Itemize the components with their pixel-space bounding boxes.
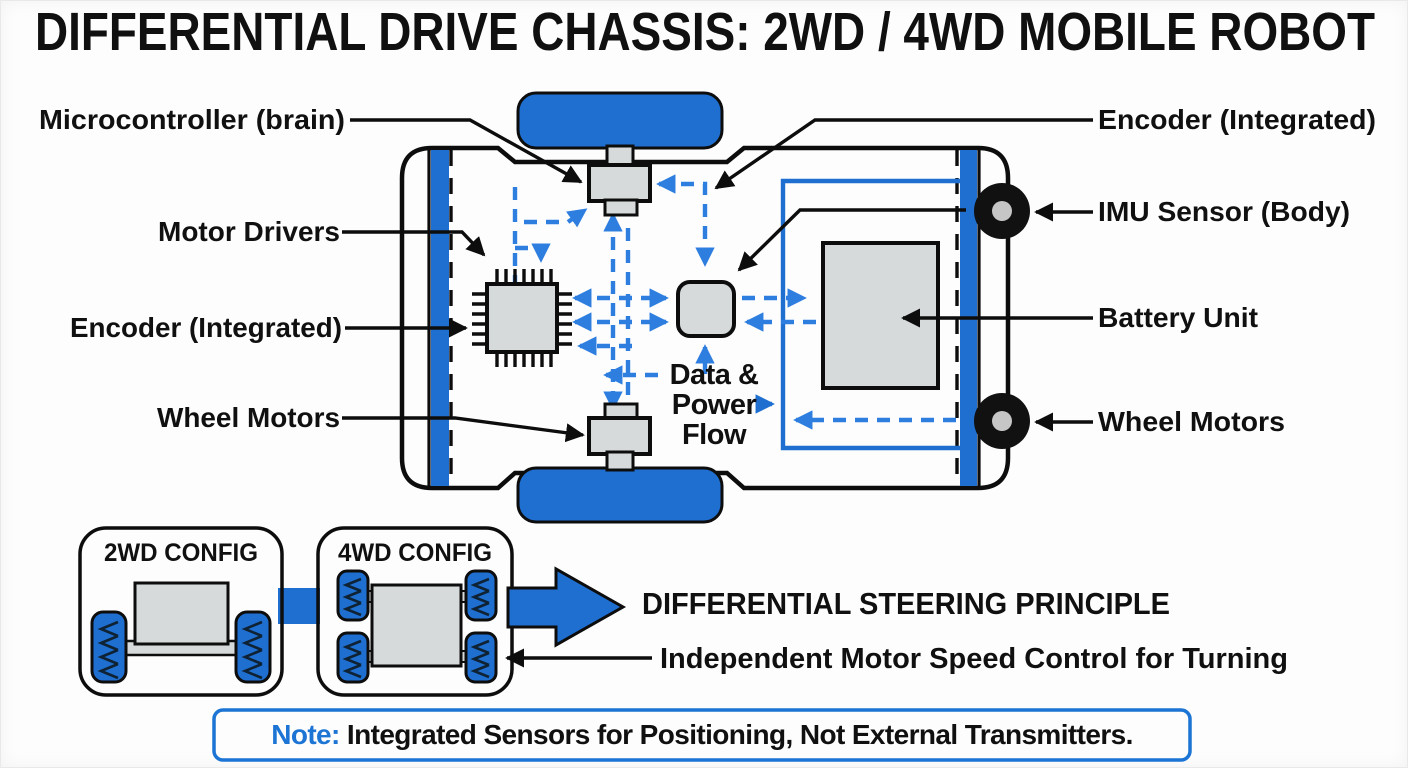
svg-text:Power: Power [672, 389, 757, 421]
config-4wd-wheel-tr [464, 569, 498, 622]
config-2wd-body [133, 581, 230, 646]
config-4wd-wheel-bl [336, 631, 370, 684]
label-microcontroller: Microcontroller (brain) [39, 104, 345, 135]
config-2wd-label: 2WD CONFIG [104, 539, 258, 567]
svg-text:Data &: Data & [670, 359, 759, 391]
config-2wd-box: 2WD CONFIG [78, 526, 284, 697]
steering-heading: DIFFERENTIAL STEERING PRINCIPLE [642, 586, 1170, 621]
page-title: DIFFERENTIAL DRIVE CHASSIS: 2WD / 4WD MO… [35, 2, 1375, 62]
note-prefix: Note: [271, 719, 340, 750]
wheel-motor-bottom-icon [974, 393, 1030, 449]
config-4wd-wheel-br [464, 631, 498, 684]
label-wheel-motors-left: Wheel Motors [157, 402, 340, 433]
top-motor-tab [603, 198, 639, 217]
big-right-arrow-icon [506, 566, 627, 648]
label-data-power-flow: Data & Power Flow [670, 359, 760, 451]
label-battery-unit: Battery Unit [1098, 302, 1258, 333]
motor-driver-chip-icon [472, 269, 572, 367]
config-2wd-wheel-right [234, 610, 272, 684]
config-4wd-label: 4WD CONFIG [338, 539, 492, 567]
label-encoder-left: Encoder (Integrated) [70, 312, 342, 343]
bottom-motor-block [587, 416, 652, 456]
bottom-motor-shaft [605, 450, 635, 472]
config-2wd-wheel-left [90, 610, 128, 684]
note-box [212, 708, 1192, 762]
chassis-outline [399, 145, 1011, 491]
label-leader-lines [342, 118, 1093, 443]
imu-sensor-icon [676, 280, 736, 338]
bottom-wheel-icon [516, 466, 724, 524]
config-4wd-box: 4WD CONFIG [316, 526, 514, 697]
label-wheel-motors-right: Wheel Motors [1098, 406, 1285, 437]
power-loop-line [780, 178, 960, 451]
wheel-motor-top-icon [974, 183, 1030, 239]
note-body: Integrated Sensors for Positioning, Not … [340, 719, 1133, 750]
top-motor-block [587, 163, 652, 203]
note-text: Note: Integrated Sensors for Positioning… [271, 719, 1133, 750]
steering-subheading: Independent Motor Speed Control for Turn… [660, 643, 1288, 675]
label-encoder-right: Encoder (Integrated) [1098, 104, 1376, 135]
label-motor-drivers: Motor Drivers [158, 216, 340, 247]
data-power-flow-arrows [512, 174, 956, 430]
top-wheel-icon [516, 91, 724, 150]
svg-text:Flow: Flow [682, 419, 747, 451]
config-4wd-body [370, 583, 463, 668]
config-connector-bar [278, 588, 320, 624]
label-imu-sensor: IMU Sensor (Body) [1098, 196, 1350, 227]
left-frame-stripe [431, 150, 449, 486]
battery-unit-shape [821, 241, 940, 390]
config-4wd-wheel-tl [336, 569, 370, 622]
